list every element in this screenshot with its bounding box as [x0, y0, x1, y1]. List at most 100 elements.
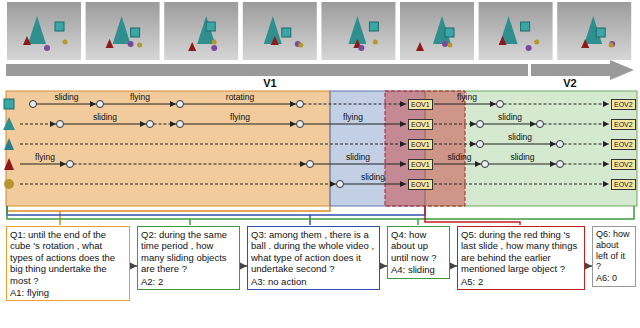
event-dot	[97, 101, 104, 108]
idle-line	[544, 124, 610, 125]
video-bar	[6, 64, 528, 76]
eov-text: EOV2	[614, 140, 633, 149]
answer-text: A1: flying	[10, 287, 126, 298]
cone-shape	[113, 16, 131, 44]
event-dot	[30, 101, 37, 108]
eov-text: EOV2	[614, 100, 633, 109]
event-dot	[497, 101, 504, 108]
idle-line	[504, 104, 610, 105]
video-frame	[321, 2, 395, 60]
idle-line	[304, 104, 407, 105]
frame-background	[243, 2, 317, 60]
end-of-video-box: EOV1	[408, 139, 433, 150]
action-label: sliding	[346, 152, 370, 162]
timelines	[20, 101, 609, 188]
question-text: Q1: until the end of the cube 's rotatio…	[10, 229, 126, 286]
video-label: V1	[263, 77, 276, 90]
action-label: sliding	[93, 112, 117, 122]
cone-shape	[197, 16, 215, 44]
question-box: Q3: among them , there is a ball . durin…	[247, 226, 380, 290]
ball-shape	[609, 43, 614, 48]
idle-line	[564, 144, 610, 145]
idle-line	[564, 164, 610, 165]
flow-arrow	[450, 265, 457, 267]
idle-line	[74, 164, 307, 165]
event-dot	[177, 101, 184, 108]
action-label: flying	[230, 112, 250, 122]
cube-shape	[521, 22, 530, 31]
idle-line	[434, 144, 476, 145]
frame-background	[321, 2, 395, 60]
cone-icon	[4, 138, 14, 150]
end-of-video-box: EOV2	[611, 179, 636, 190]
blue-bracket	[7, 206, 425, 225]
idle-line	[154, 124, 177, 125]
eov-text: EOV1	[411, 120, 430, 129]
orange-region	[6, 91, 330, 206]
question-text: Q6: how about left of it ?	[596, 229, 632, 272]
cube-shape	[131, 28, 140, 37]
cube-shape	[445, 28, 454, 37]
frame-background	[557, 2, 631, 60]
action-arrow	[20, 164, 66, 165]
action-arrow	[104, 104, 177, 105]
cube-icon	[4, 99, 14, 109]
action-label: flying	[130, 92, 150, 102]
action-label: sliding	[54, 92, 78, 102]
question-box: Q5: during the red thing 's last slide ,…	[457, 226, 585, 290]
cone-shape	[106, 39, 114, 48]
object-icons	[3, 99, 15, 189]
event-dot	[482, 161, 489, 168]
video-label: V2	[563, 77, 576, 90]
action-label: sliding	[498, 112, 522, 122]
video-frame	[479, 2, 553, 60]
answer-text: A2: 2	[141, 276, 236, 287]
action-arrow	[434, 164, 481, 165]
question-text: Q3: among them , there is a ball . durin…	[251, 229, 376, 275]
action-arrow	[37, 104, 97, 105]
event-dot	[557, 141, 564, 148]
eov-text: EOV1	[411, 160, 430, 169]
answer-text: A4: sliding	[391, 264, 446, 275]
end-of-video-box: EOV2	[611, 99, 636, 110]
cube-shape	[55, 22, 64, 31]
action-label: flying	[457, 92, 477, 102]
question-text: Q5: during the red thing 's last slide ,…	[461, 229, 581, 275]
action-arrow	[314, 164, 407, 165]
ball-shape	[128, 41, 134, 47]
video-frame	[557, 2, 631, 60]
flow-arrow	[380, 265, 387, 267]
cube-shape	[206, 22, 215, 31]
action-arrow	[489, 164, 557, 165]
end-of-video-box: EOV2	[611, 159, 636, 170]
flow-arrow	[585, 265, 592, 267]
end-of-video-box: EOV1	[408, 99, 433, 110]
cone-shape	[499, 36, 507, 45]
video-bar	[531, 60, 634, 80]
event-dot	[477, 141, 484, 148]
cube-shape	[596, 28, 605, 37]
action-arrow	[344, 184, 407, 185]
cone-shape	[264, 16, 282, 44]
ball-shape	[358, 45, 364, 51]
ball-shape	[373, 40, 378, 45]
question-text: Q2: during the same time period , how ma…	[141, 229, 236, 275]
action-arrow	[184, 124, 297, 125]
eov-text: EOV1	[411, 180, 430, 189]
idle-line	[20, 124, 56, 125]
answer-text: A3: no action	[251, 276, 376, 287]
frame-background	[7, 2, 81, 60]
end-of-video-box: EOV2	[611, 119, 636, 130]
eov-text: EOV2	[614, 160, 633, 169]
region-brackets	[7, 206, 634, 225]
action-arrow	[434, 104, 496, 105]
action-label: sliding	[361, 172, 385, 182]
ball-shape	[534, 40, 539, 45]
action-label: sliding	[447, 152, 471, 162]
end-of-video-box: EOV1	[408, 179, 433, 190]
cone-shape	[28, 16, 46, 44]
ball-shape	[298, 43, 303, 48]
idle-line	[434, 184, 609, 185]
cone-icon	[4, 158, 14, 170]
